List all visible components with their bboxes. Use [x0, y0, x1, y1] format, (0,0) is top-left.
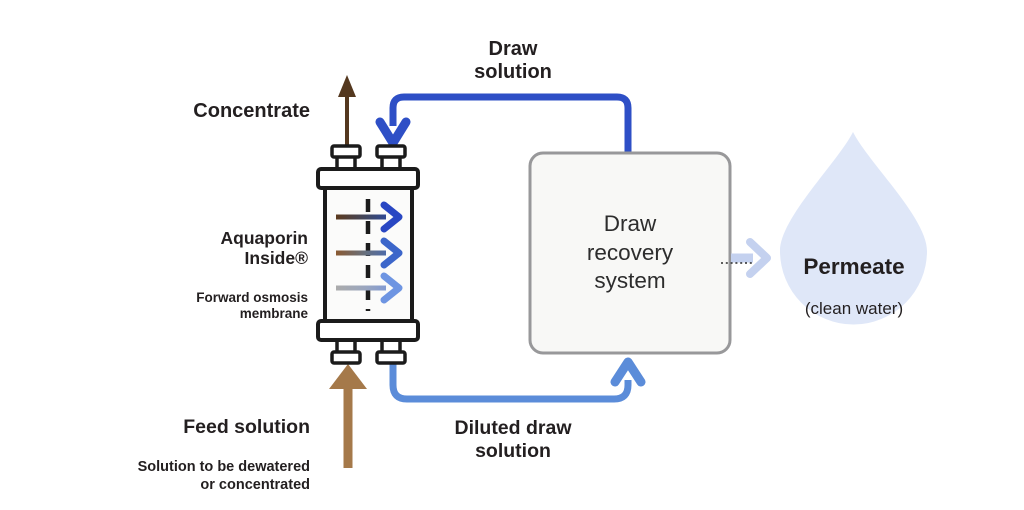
feed-subtitle: Solution to be dewatered or concentrated: [137, 459, 310, 493]
diluted-draw-label: Diluted draw solution: [454, 417, 572, 462]
water-droplet-icon: [780, 132, 927, 325]
concentrate-arrow: [338, 75, 356, 147]
draw-solution-pipe: [375, 93, 632, 153]
permeate-label: Permeate (clean water): [778, 236, 930, 337]
feed-title: Feed solution: [183, 416, 310, 438]
membrane-title: Aquaporin Inside®: [220, 228, 309, 269]
feed-solution-label: Feed solution Solution to be dewatered o…: [90, 399, 310, 510]
osmosis-flow-arrows: [336, 201, 403, 304]
concentrate-label: Concentrate: [193, 100, 310, 122]
membrane-label: Aquaporin Inside® Forward osmosis membra…: [130, 210, 308, 340]
permeate-subtitle: (clean water): [804, 298, 904, 318]
membrane-subtitle: Forward osmosis membrane: [196, 290, 308, 322]
draw-recovery-box: [528, 151, 732, 355]
feed-arrow: [329, 364, 367, 468]
permeate-title: Permeate: [803, 254, 905, 279]
draw-recovery-label: Draw recovery system: [586, 210, 674, 294]
diluted-draw-pipe: [389, 357, 646, 403]
draw-solution-label: Draw solution: [474, 38, 552, 84]
permeate-arrow: [721, 238, 771, 278]
